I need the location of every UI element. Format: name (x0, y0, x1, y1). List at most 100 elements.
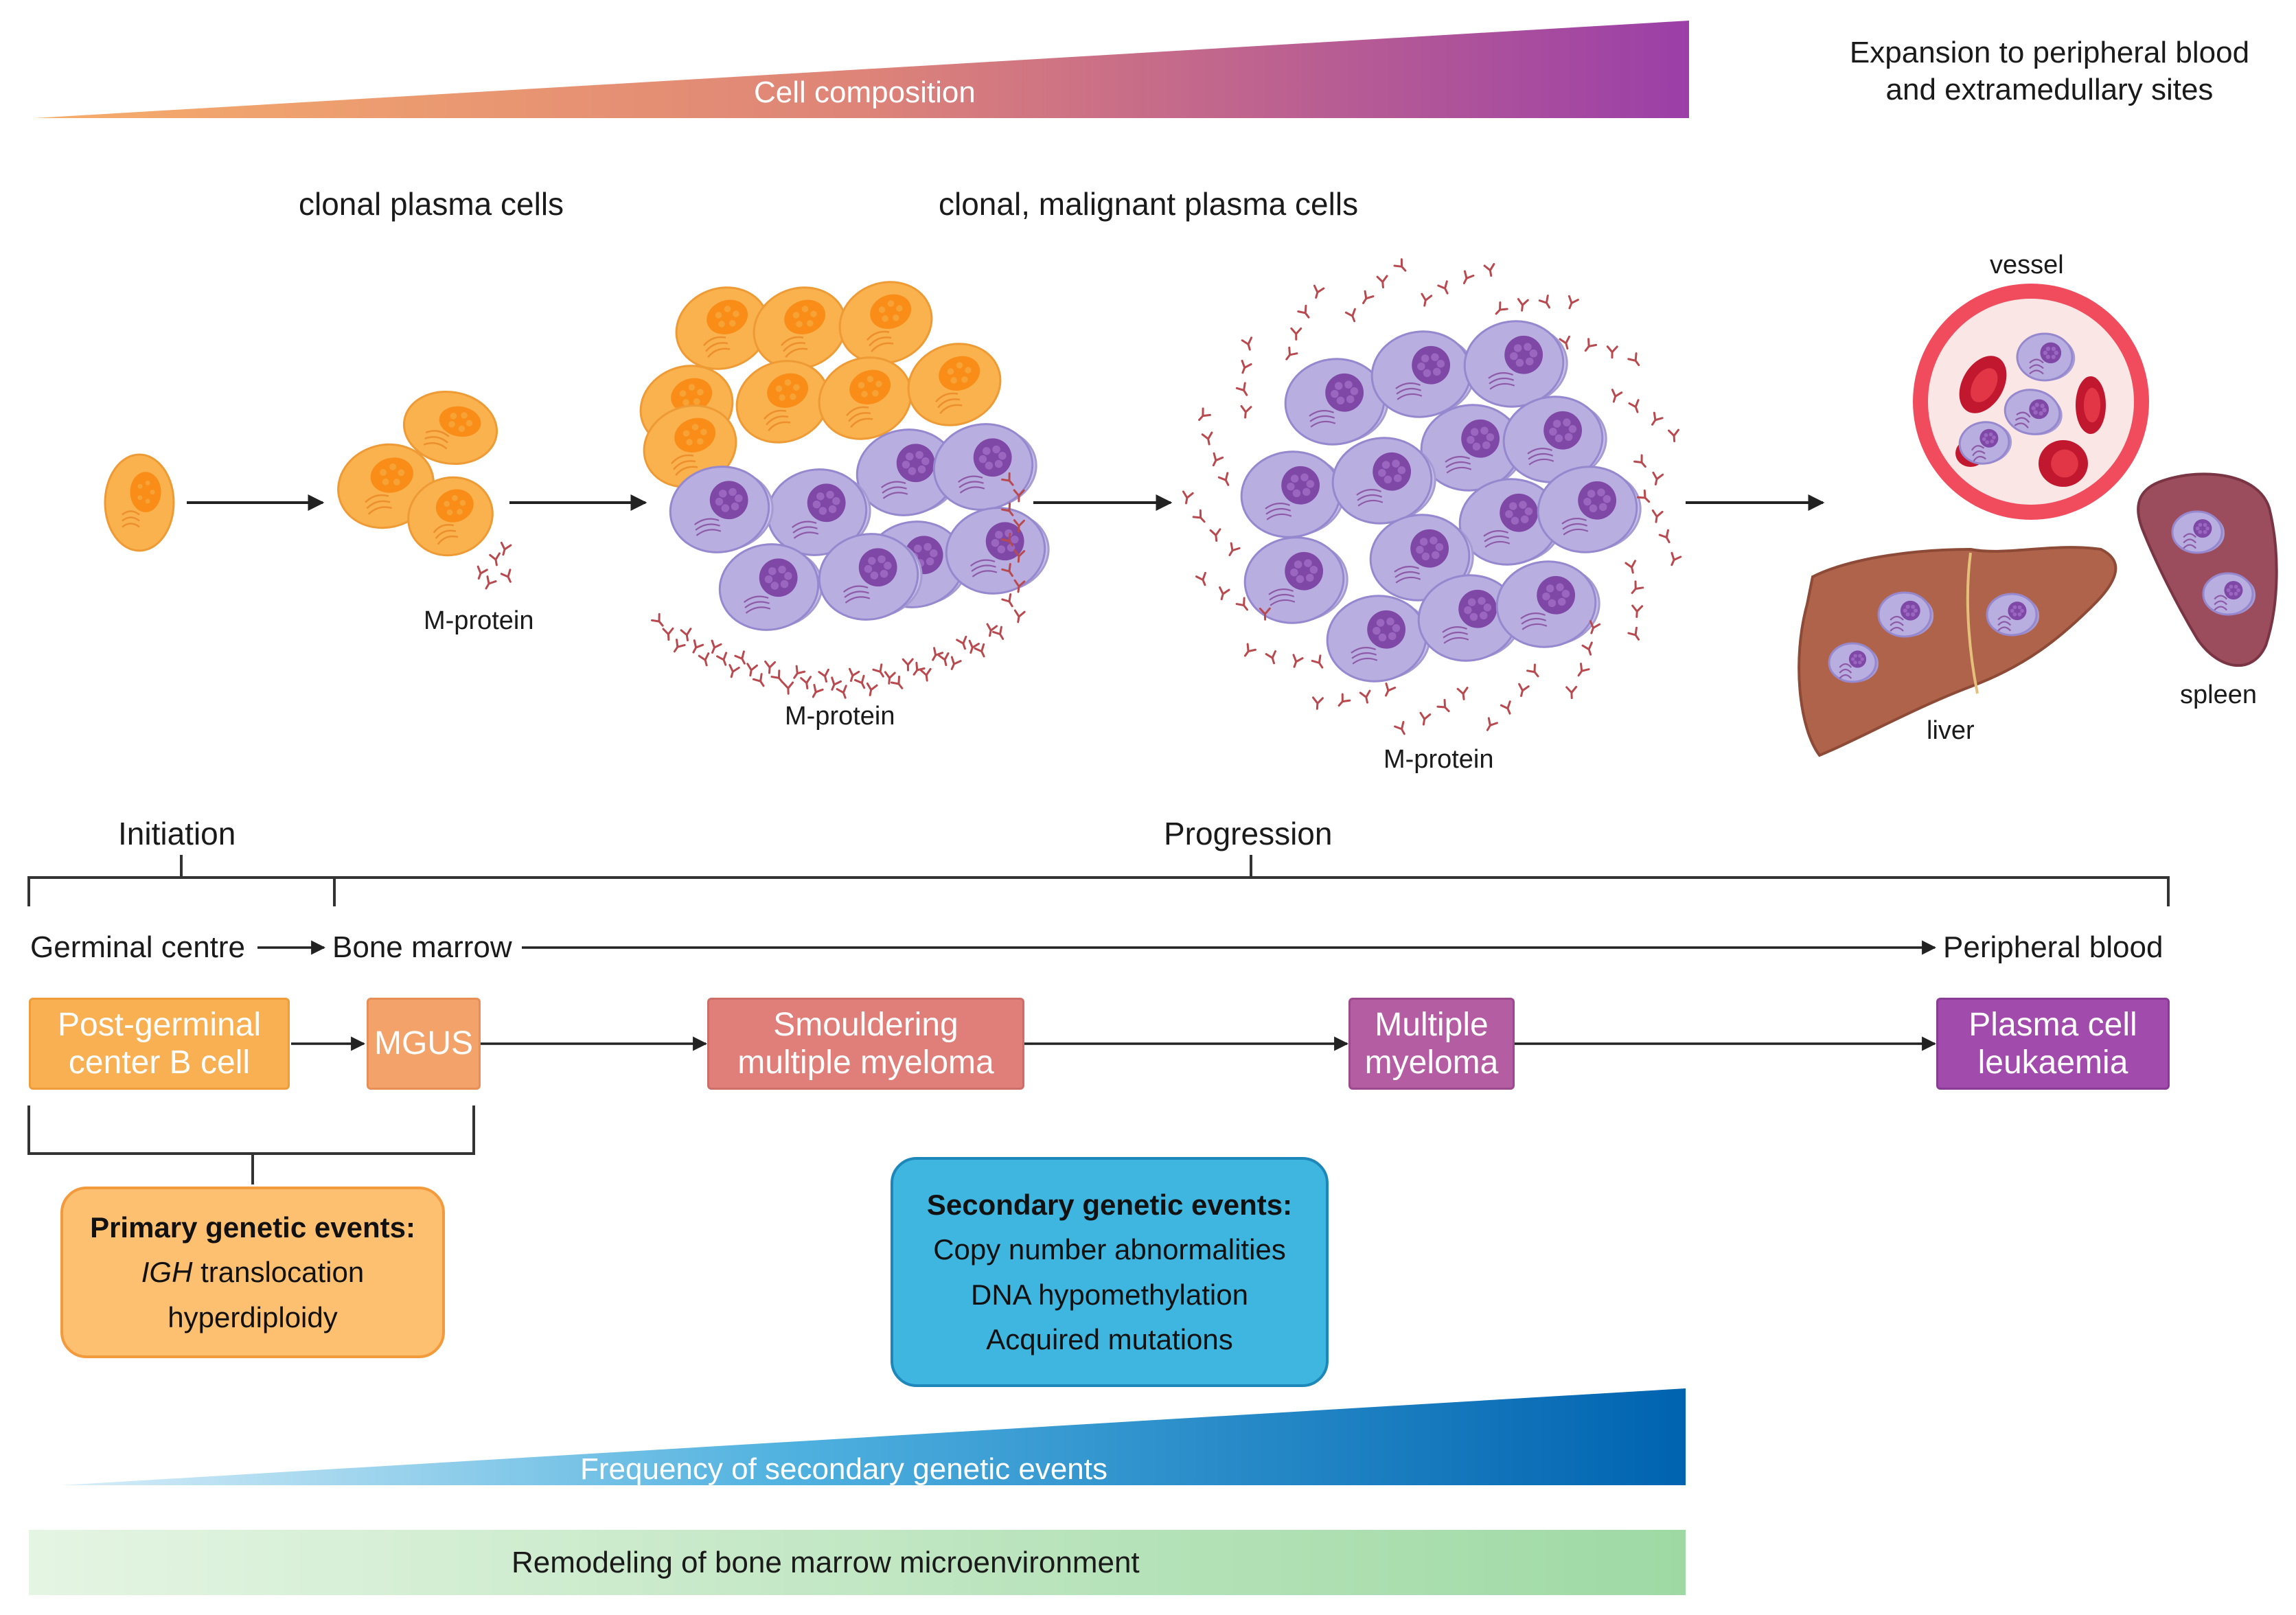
secondary-event-item: Copy number abnormalities (933, 1233, 1286, 1266)
m-protein-antibody (1668, 428, 1679, 443)
m-protein-antibody (1192, 509, 1206, 523)
normal-plasma-cell (907, 343, 1002, 426)
m-protein-antibody (812, 684, 824, 698)
m-protein-antibody (1628, 399, 1640, 413)
stage-label-line1: Smouldering (773, 1006, 958, 1043)
m-protein-label: M-protein (424, 606, 534, 635)
m-protein-antibody (1241, 359, 1252, 374)
m-protein-antibody (764, 661, 777, 674)
m-protein-antibody (818, 668, 829, 683)
m-protein-antibody (1013, 489, 1025, 503)
m-protein-antibody (1001, 532, 1014, 547)
m-protein-antibody (1013, 519, 1025, 533)
m-protein-antibody (848, 667, 860, 683)
igh-gene-name: IGH (141, 1256, 193, 1289)
m-protein-antibody (650, 612, 664, 627)
m-protein-antibody (1625, 560, 1637, 574)
microenvironment-label: Remodeling of bone marrow microenvironme… (512, 1546, 1140, 1579)
malignant-plasma-cell (1243, 536, 1348, 624)
m-protein-antibody (1013, 579, 1026, 593)
malignant-plasma-cell (2004, 389, 2063, 435)
stage-label-line2: leukaemia (1977, 1044, 2128, 1081)
liver (1798, 546, 2117, 757)
cell-illustrations (104, 258, 1682, 735)
cell-composition-wedge (34, 21, 1689, 118)
m-protein-antibody (1581, 641, 1593, 656)
m-protein-antibody (1631, 580, 1644, 595)
m-protein-antibody (673, 639, 686, 653)
m-protein-antibody (1001, 562, 1013, 577)
m-protein-antibody (891, 675, 904, 689)
m-protein-antibody (746, 663, 758, 677)
m-protein-antibody (1013, 549, 1026, 563)
m-protein-antibody (1651, 411, 1664, 426)
malignant-plasma-cell (932, 423, 1037, 511)
m-protein-antibody (836, 685, 847, 699)
m-protein-antibody (1259, 607, 1271, 621)
expansion-title: Expansion to peripheral blood and extram… (1813, 34, 2286, 108)
m-protein-antibody (1285, 346, 1298, 360)
m-protein-antibody (1671, 551, 1682, 566)
red-blood-cell (2076, 376, 2106, 434)
m-protein-antibody (1565, 685, 1578, 700)
m-protein-antibody (793, 665, 806, 679)
m-protein-antibody (1182, 490, 1194, 505)
m-protein-antibody (489, 552, 501, 566)
malignant-plasma-cell (1331, 437, 1436, 525)
m-protein-antibody (1627, 352, 1640, 367)
m-protein-antibody (782, 681, 794, 695)
m-protein-antibody (500, 569, 512, 583)
primary-genetic-events-box: Primary genetic events: IGH translocatio… (60, 1187, 445, 1358)
m-protein-antibody (1462, 270, 1475, 284)
peripheral-blood-label: Peripheral blood (1943, 930, 2163, 964)
m-protein-antibody (1344, 308, 1356, 323)
m-protein-antibody (1359, 689, 1371, 704)
m-protein-antibody (956, 635, 967, 650)
stage-label-line2: myeloma (1364, 1044, 1499, 1081)
m-protein-antibody (1311, 696, 1324, 710)
secondary-events-title: Secondary genetic events: (926, 1189, 1293, 1222)
m-protein-antibody (1201, 431, 1213, 446)
normal-plasma-cell (104, 453, 175, 552)
normal-plasma-cell (675, 286, 770, 370)
normal-plasma-cell (753, 286, 847, 370)
m-protein-label: M-protein (1384, 745, 1494, 774)
m-protein-antibody (1362, 290, 1375, 304)
m-protein-antibody (866, 682, 878, 697)
malignant-plasma-cell (669, 466, 774, 553)
clonal-heading: clonal plasma cells (299, 186, 564, 222)
m-protein-antibody (986, 623, 998, 637)
m-protein-antibody (884, 671, 896, 685)
m-protein-antibody (1243, 643, 1256, 657)
m-protein-antibody (1633, 454, 1646, 468)
m-protein-antibody (752, 673, 765, 687)
m-protein-antibody (937, 652, 950, 667)
initiation-label: Initiation (118, 816, 236, 851)
malignant-plasma-cell (766, 468, 871, 556)
organ-illustrations (1798, 284, 2278, 757)
m-protein-antibody (680, 628, 692, 642)
m-protein-antibody (1394, 720, 1405, 735)
malignant-plasma-cell (2202, 572, 2256, 616)
stage-label-line2: multiple myeloma (737, 1044, 994, 1081)
expansion-title-line1: Expansion to peripheral blood (1849, 36, 2250, 69)
malignant-plasma-cell (2171, 510, 2225, 554)
stage-label-line1: Plasma cell (1968, 1006, 2137, 1043)
vessel-label: vessel (1990, 251, 2064, 279)
m-protein-antibody (1198, 407, 1211, 422)
cell-composition-label: Cell composition (754, 76, 976, 109)
m-protein-antibody (1001, 502, 1014, 516)
m-protein-antibody (1219, 586, 1230, 601)
germinal-centre-label: Germinal centre (30, 930, 246, 964)
m-protein-antibody (1393, 258, 1407, 272)
m-protein-antibody (1437, 280, 1449, 295)
m-protein-antibody (1338, 693, 1351, 707)
m-protein-antibody (1631, 604, 1644, 618)
m-protein-antibody (991, 626, 1004, 640)
primary-events-title: Primary genetic events: (90, 1211, 415, 1244)
secondary-genetic-events-box: Secondary genetic events: Copy number ab… (891, 1157, 1329, 1387)
expansion-title-line2: and extramedullary sites (1885, 72, 2214, 106)
m-protein-antibody (1217, 472, 1230, 486)
